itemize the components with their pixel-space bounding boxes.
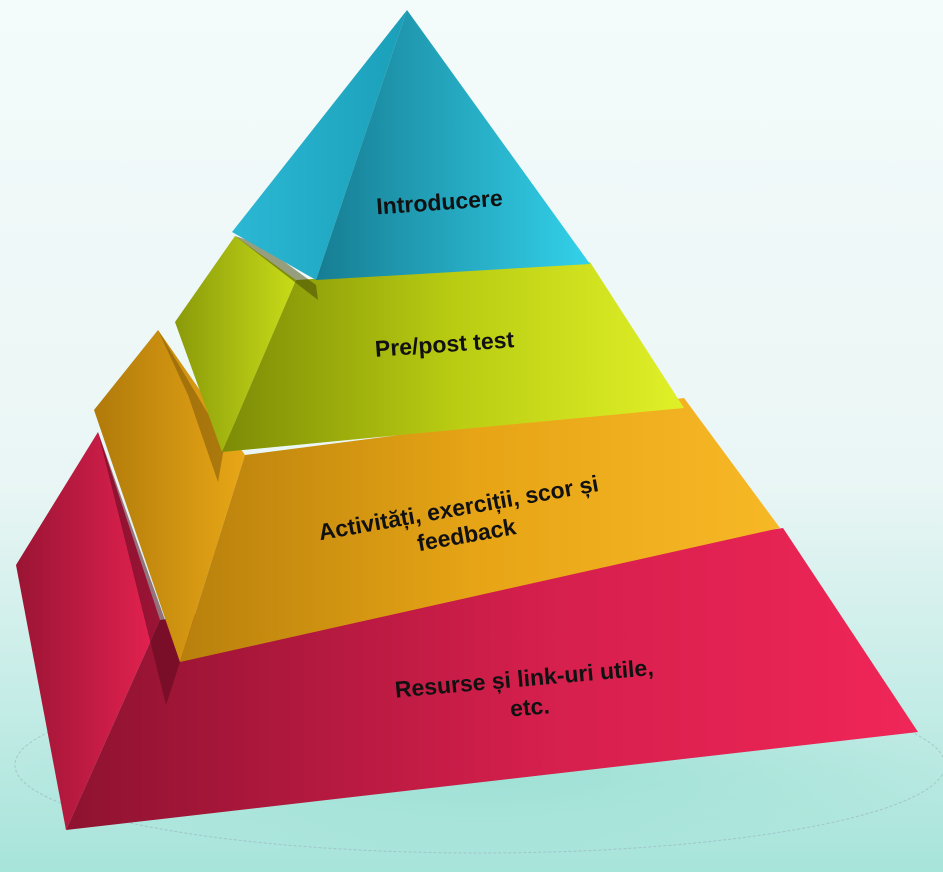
level-activitati-side xyxy=(94,330,245,662)
level-activitati xyxy=(94,330,780,662)
level-activitati-inner-shadow xyxy=(158,330,225,482)
level-pre-post-test xyxy=(175,236,684,452)
level-activitati-front xyxy=(180,398,780,662)
level-pre-post-test-inner-shadow xyxy=(235,236,318,300)
level-introducere-left-face xyxy=(232,10,407,280)
label-resurse-line-2: etc. xyxy=(509,692,551,721)
level-pre-post-test-side xyxy=(175,236,296,452)
level-introducere-front xyxy=(316,10,590,280)
level-pre-post-test-front xyxy=(222,262,684,452)
level-introducere xyxy=(232,10,590,280)
level-resurse-inner-shadow xyxy=(98,432,180,705)
ground-outline xyxy=(14,676,943,854)
